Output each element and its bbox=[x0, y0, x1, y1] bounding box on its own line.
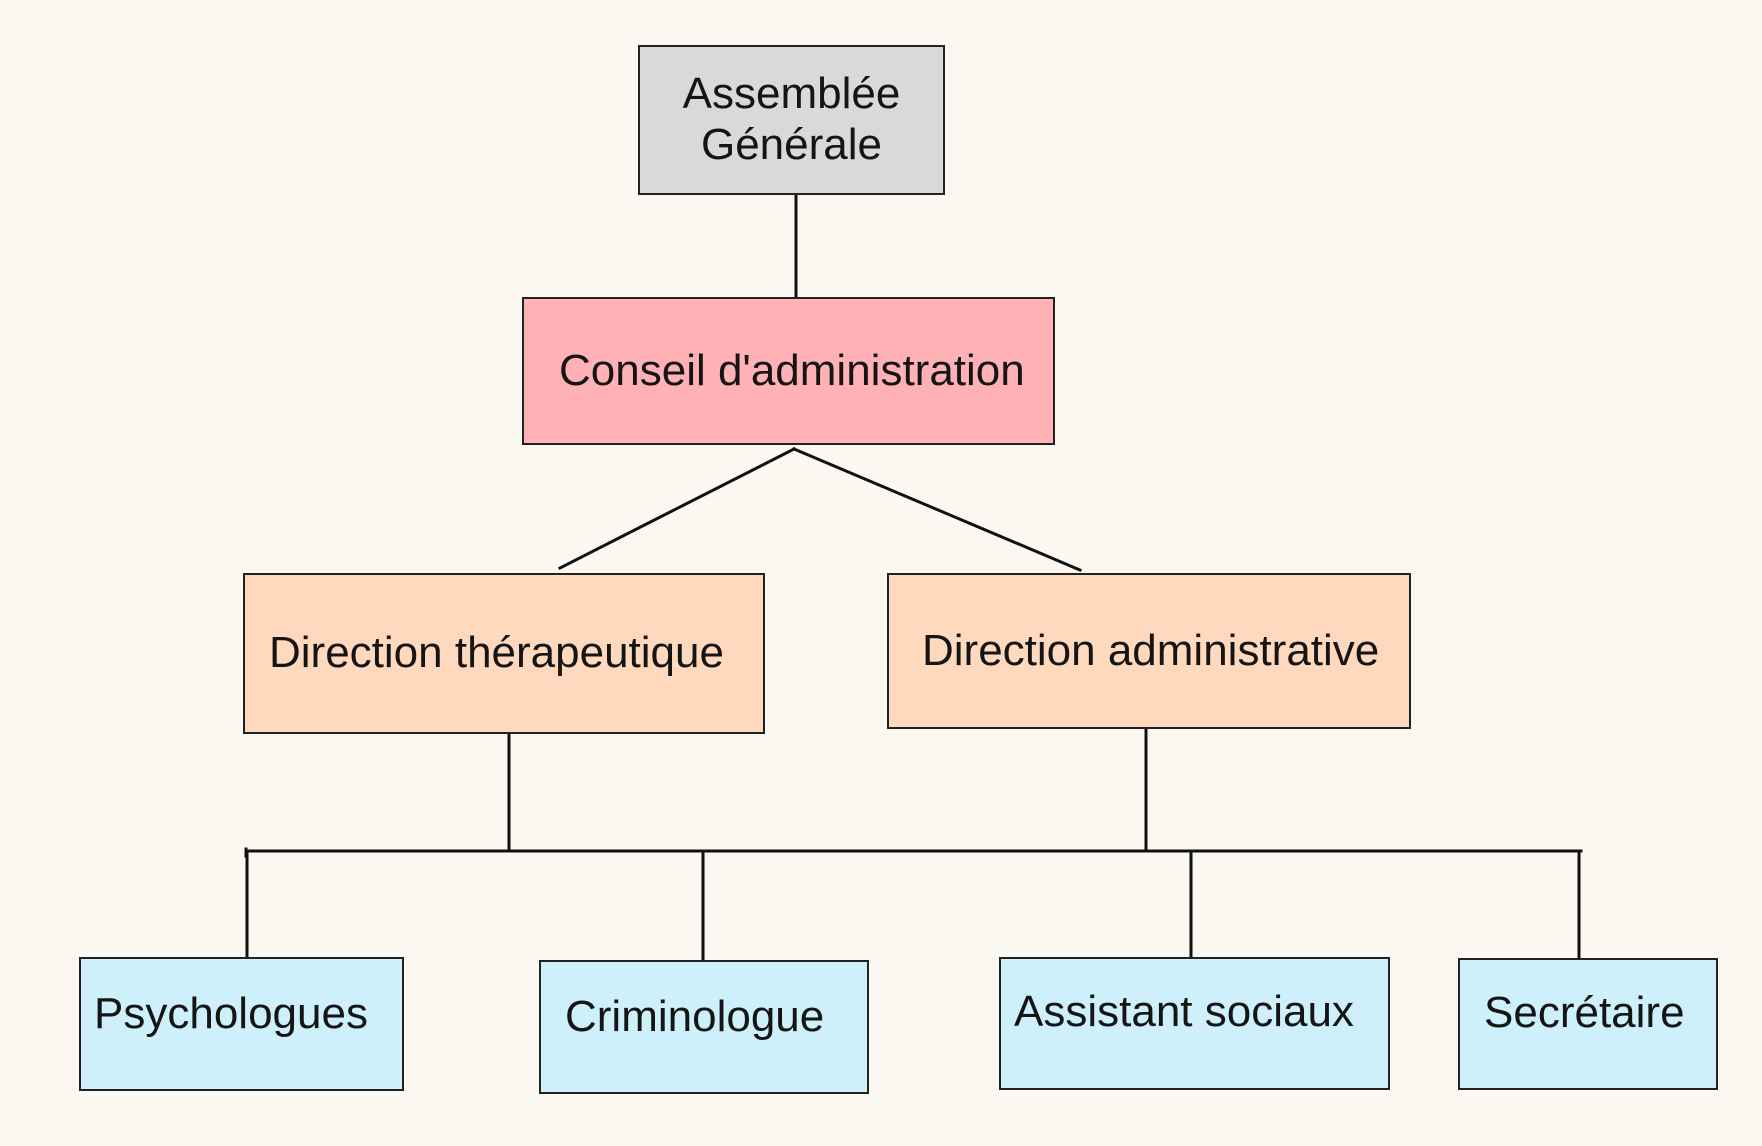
assemblee-generale-label: Assemblée Générale bbox=[683, 69, 901, 170]
assemblee-generale-line2: Générale bbox=[700, 120, 882, 169]
psychologues-label: Psychologues bbox=[94, 989, 368, 1038]
assistant-sociaux-box: Assistant sociaux bbox=[999, 957, 1390, 1090]
conseil-administration-box: Conseil d'administration bbox=[522, 297, 1055, 445]
secretaire-label: Secrétaire bbox=[1484, 988, 1685, 1037]
direction-therapeutique-label: Direction thérapeutique bbox=[269, 628, 724, 678]
criminologue-label: Criminologue bbox=[565, 992, 825, 1041]
psychologues-box: Psychologues bbox=[79, 957, 404, 1091]
assemblee-generale-box: Assemblée Générale bbox=[638, 45, 945, 195]
secretaire-box: Secrétaire bbox=[1458, 958, 1718, 1090]
connector-ca-da bbox=[792, 447, 1082, 572]
conseil-administration-label: Conseil d'administration bbox=[559, 345, 1025, 395]
direction-administrative-box: Direction administrative bbox=[887, 573, 1411, 729]
criminologue-box: Criminologue bbox=[539, 960, 869, 1094]
assistant-sociaux-label: Assistant sociaux bbox=[1014, 987, 1354, 1036]
connector-ca-dt bbox=[557, 446, 797, 571]
direction-administrative-label: Direction administrative bbox=[922, 625, 1380, 675]
assemblee-generale-line1: Assemblée bbox=[682, 69, 901, 119]
direction-therapeutique-box: Direction thérapeutique bbox=[243, 573, 765, 734]
